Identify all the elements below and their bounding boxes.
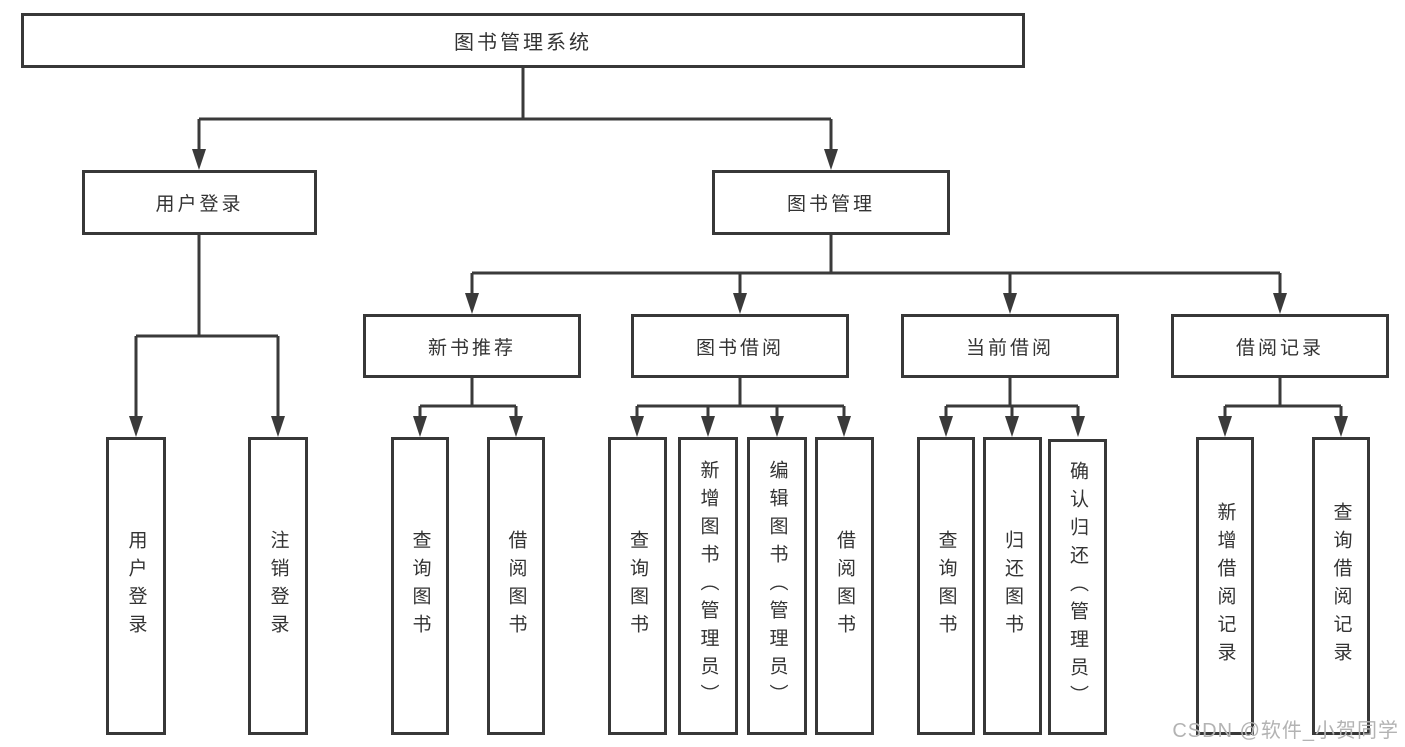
node-label: 图书管理 (786, 194, 875, 215)
leaf-edit-book-admin: 编辑图书（管理员） (747, 437, 807, 735)
node-label: 借阅记录 (1235, 337, 1324, 359)
node-label: 归还图书 (1002, 530, 1023, 642)
node-new-book-recommend: 新书推荐 (363, 314, 581, 378)
node-borrow-records: 借阅记录 (1171, 314, 1389, 378)
node-label: 借阅图书 (834, 530, 855, 642)
leaf-add-book-admin: 新增图书（管理员） (678, 437, 738, 735)
leaf-query-books-1: 查询图书 (391, 437, 449, 735)
leaf-query-borrow-record: 查询借阅记录 (1312, 437, 1370, 735)
node-label: 注销登录 (267, 530, 289, 642)
leaf-confirm-return-admin: 确认归还（管理员） (1048, 439, 1107, 735)
node-label: 用户登录 (125, 530, 147, 642)
csdn-watermark: CSDN @软件_小贺同学 (1172, 720, 1399, 742)
leaf-add-borrow-record: 新增借阅记录 (1196, 437, 1254, 735)
leaf-logout: 注销登录 (248, 437, 308, 735)
node-label: 查询图书 (935, 530, 957, 642)
node-current-borrow: 当前借阅 (901, 314, 1119, 378)
node-label: 新增图书（管理员） (697, 460, 719, 712)
node-user-login-branch: 用户登录 (82, 170, 317, 235)
leaf-borrow-books-1: 借阅图书 (487, 437, 545, 735)
node-label: 新增借阅记录 (1214, 502, 1236, 670)
node-label: 图书借阅 (695, 337, 784, 359)
node-label: 确认归还（管理员） (1067, 461, 1088, 713)
node-label: 查询图书 (627, 530, 648, 642)
leaf-query-books-2: 查询图书 (608, 437, 667, 735)
node-book-borrow: 图书借阅 (631, 314, 849, 378)
leaf-query-books-3: 查询图书 (917, 437, 975, 735)
node-label: 用户登录 (155, 194, 244, 215)
node-label: 查询图书 (409, 530, 431, 642)
node-label: 编辑图书（管理员） (766, 460, 788, 712)
node-root-label: 图书管理系统 (454, 32, 592, 54)
node-book-mgmt-branch: 图书管理 (712, 170, 950, 235)
node-label: 查询借阅记录 (1330, 502, 1352, 670)
leaf-return-book: 归还图书 (983, 437, 1042, 735)
node-label: 当前借阅 (965, 337, 1054, 359)
leaf-borrow-books-2: 借阅图书 (815, 437, 874, 735)
node-label: 新书推荐 (427, 337, 516, 359)
node-label: 借阅图书 (505, 530, 527, 642)
arrowheads (129, 149, 1348, 437)
node-root-system: 图书管理系统 (21, 13, 1025, 68)
leaf-user-login: 用户登录 (106, 437, 166, 735)
